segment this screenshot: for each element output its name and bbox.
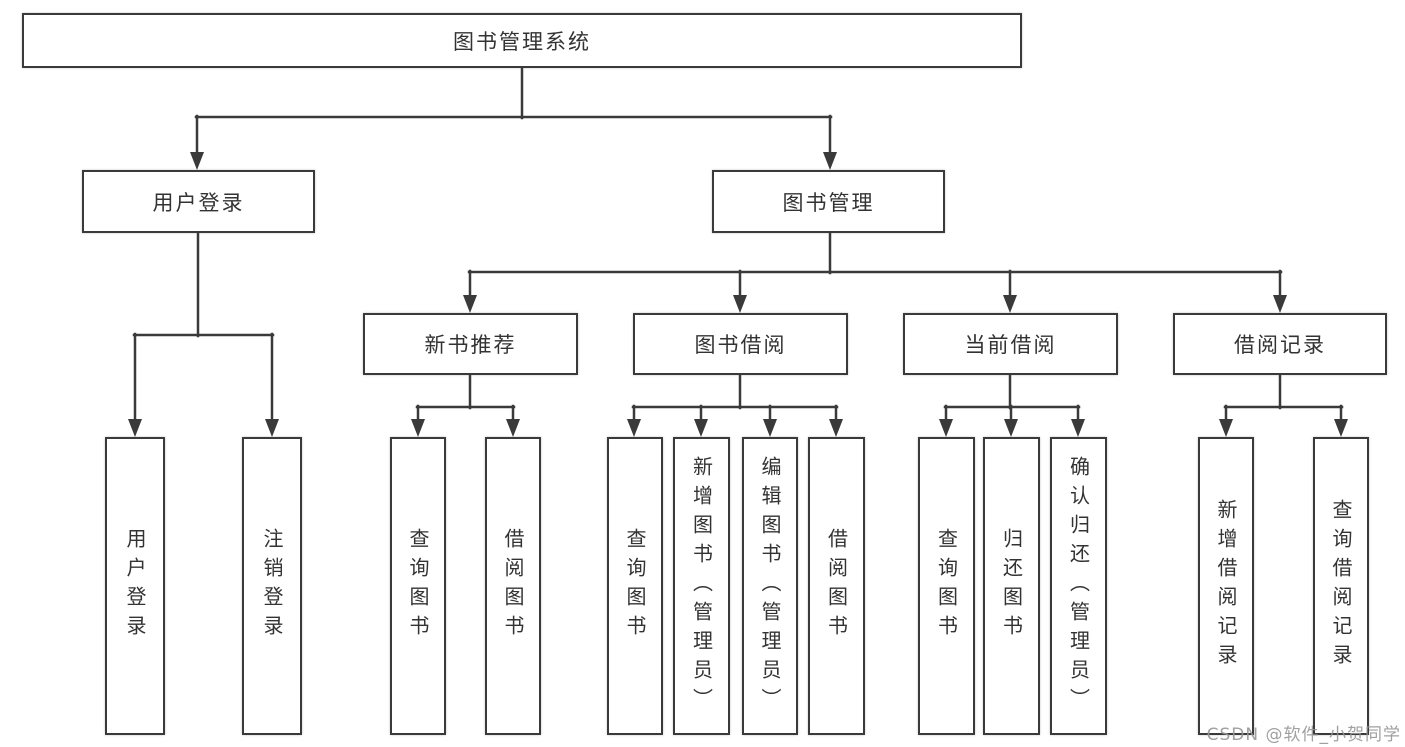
node-current-borrowing: 当前借阅: [903, 313, 1118, 375]
leaf-confirm-return-admin: 确认归还（管理员）: [1050, 437, 1107, 735]
leaf-query-books: 查询图书: [390, 437, 446, 735]
node-library-management-system: 图书管理系统: [22, 13, 1022, 68]
leaf-logout: 注销登录: [242, 437, 302, 735]
node-book-borrowing: 图书借阅: [633, 313, 848, 375]
leaf-query-books: 查询图书: [607, 437, 663, 735]
leaf-add-borrowing-record: 新增借阅记录: [1198, 437, 1254, 735]
leaf-add-books-admin: 新增图书（管理员）: [673, 437, 730, 735]
leaf-query-borrowing-record: 查询借阅记录: [1313, 437, 1369, 735]
leaf-user-login: 用户登录: [105, 437, 165, 735]
node-user-login: 用户登录: [82, 170, 315, 233]
node-book-management: 图书管理: [712, 170, 945, 233]
node-new-book-recommendation: 新书推荐: [363, 313, 578, 375]
leaf-edit-books-admin: 编辑图书（管理员）: [742, 437, 798, 735]
leaf-borrow-books: 借阅图书: [808, 437, 865, 735]
node-borrowing-records: 借阅记录: [1173, 313, 1387, 375]
leaf-query-books: 查询图书: [918, 437, 975, 735]
leaf-return-books: 归还图书: [983, 437, 1040, 735]
leaf-borrow-books: 借阅图书: [485, 437, 541, 735]
watermark: CSDN @软件_小贺同学: [1206, 725, 1401, 745]
